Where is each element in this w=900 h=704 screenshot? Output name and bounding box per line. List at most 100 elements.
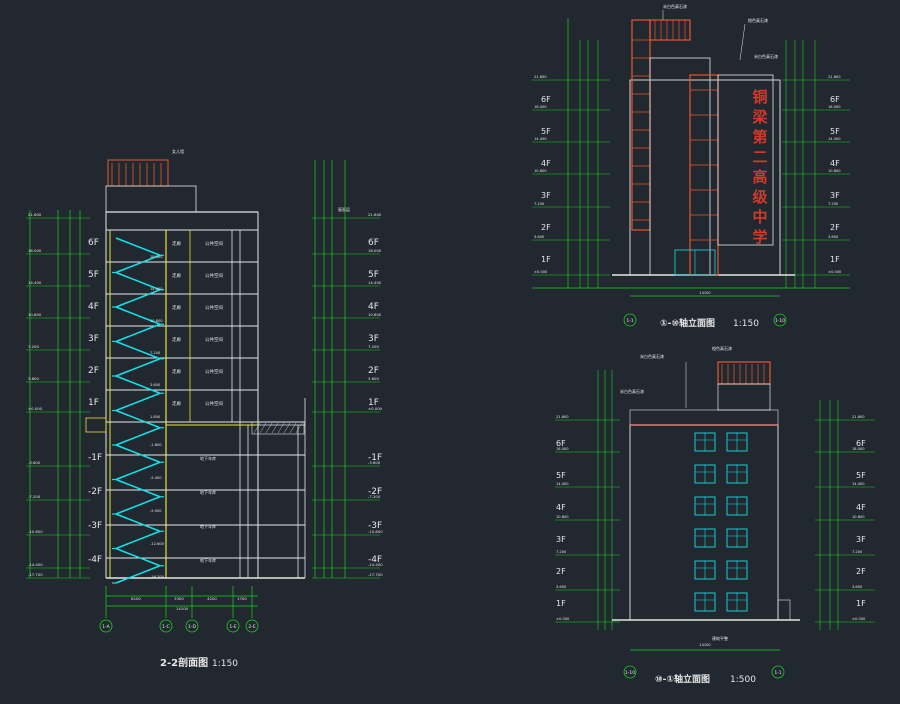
corridor-label: 走廊 [172, 304, 181, 311]
section-axis-circle [185, 619, 199, 633]
stair-elev-mark: 18.000 [150, 255, 163, 259]
floor-label-right: -2F [368, 487, 382, 497]
side-elev-right: 7.200 [852, 550, 863, 554]
section-axis-circle [99, 619, 113, 633]
front-sign-panel [717, 74, 774, 246]
top-right-note: 屋面层 [338, 206, 350, 212]
ramp-hatch-line [253, 422, 261, 434]
stair-flight [115, 375, 161, 394]
floor-label-left: -2F [88, 487, 102, 497]
section-axis-circle [245, 619, 259, 633]
room-label: 公共空间 [205, 240, 223, 247]
side-floor-left: 1F [556, 599, 566, 608]
stair-flight [115, 237, 161, 256]
stair-elev-mark: 1.800 [150, 415, 161, 419]
front-elevation-scale: 1:150 [733, 319, 759, 329]
floor-label-left: 3F [88, 334, 99, 344]
side-elev-right: 18.000 [852, 447, 865, 451]
corridor-label: 走廊 [172, 400, 181, 407]
stair-elev-mark: 10.800 [150, 319, 163, 323]
elev-left: ±0.000 [28, 406, 43, 411]
floor-label-left: -1F [88, 453, 102, 463]
front-vertical-char: 中 [752, 208, 767, 226]
dim-text: 3300 [174, 596, 184, 601]
front-elev-left: 7.200 [534, 202, 545, 206]
side-floor-right: 4F [856, 503, 866, 512]
ramp-hatch-line [265, 422, 273, 434]
elev-right: -10.800 [368, 529, 383, 534]
elev-left: 18.000 [28, 248, 42, 253]
floor-label-left: 1F [88, 398, 99, 408]
dim-total: 14100 [176, 606, 189, 611]
front-vertical-char: 第 [752, 128, 767, 146]
elev-right: 21.600 [368, 212, 382, 217]
front-note: 米白色真石漆 [754, 53, 778, 59]
stair-flight [115, 444, 161, 463]
floor-label-right: 5F [368, 270, 379, 280]
front-elev-left: ±0.000 [534, 270, 548, 274]
elev-left: 3.600 [28, 376, 39, 381]
corridor-label: 走廊 [172, 272, 181, 279]
floor-label-right: 2F [368, 366, 379, 376]
stair-elev-mark: 7.200 [150, 351, 161, 355]
side-parapet [629, 409, 779, 426]
side-elev-right: 10.800 [852, 515, 865, 519]
corridor-label: 走廊 [172, 336, 181, 343]
front-vertical-char: 学 [752, 228, 767, 246]
front-note: 米白色真石漆 [663, 3, 687, 9]
floor-label-right: 6F [368, 238, 379, 248]
side-elev-right: 14.400 [852, 482, 865, 486]
floor-label-left: 2F [88, 366, 99, 376]
side-axis-circle [771, 665, 785, 679]
room-label: 公共空间 [205, 400, 223, 407]
front-floor-right: 6F [830, 95, 840, 104]
elev-left: 21.600 [28, 212, 42, 217]
side-floor-right: 1F [856, 599, 866, 608]
side-elev-left: 18.000 [556, 447, 569, 451]
front-elev-right: 10.800 [828, 169, 841, 173]
ramp-hatch-line [277, 422, 285, 434]
corridor-label: 走廊 [172, 240, 181, 247]
front-elev-right: 18.000 [828, 105, 841, 109]
entrance-step [85, 417, 107, 433]
side-floor-right: 5F [856, 471, 866, 480]
elev-right: 7.200 [368, 344, 379, 349]
room-label: 公共空间 [205, 368, 223, 375]
roof-slab [105, 211, 259, 231]
elev-right: 14.400 [368, 280, 382, 285]
front-elev-left: 18.000 [534, 105, 547, 109]
stair-flight [115, 358, 161, 377]
floor-label-right: 3F [368, 334, 379, 344]
stair-flight [115, 254, 161, 274]
room-label: 公共空间 [205, 336, 223, 343]
stair-elev-mark: -16.200 [150, 575, 165, 579]
side-elevation-scale: 1:500 [730, 675, 756, 685]
side-elev-left: 10.800 [556, 515, 569, 519]
floor-label-left: 4F [88, 302, 99, 312]
side-elev-left: 7.200 [556, 550, 567, 554]
front-vertical-char: 梁 [751, 108, 768, 126]
elev-left: -10.800 [28, 529, 43, 534]
section-axis-circle [226, 619, 240, 633]
front-floor-right: 1F [830, 255, 840, 264]
stair-flight [115, 427, 161, 446]
stair-flight [115, 513, 161, 532]
elev-left: -14.400 [28, 562, 43, 567]
ramp-hatch-line [283, 422, 291, 434]
basement-label: 地下车库 [200, 557, 216, 563]
side-elev-left: 14.400 [556, 482, 569, 486]
front-orange-tower [631, 19, 651, 231]
side-note: 橙色真石漆 [712, 345, 732, 351]
dim-text: 8100 [131, 596, 141, 601]
side-axis-label: 1-10 [625, 670, 635, 676]
side-floor-right: 2F [856, 567, 866, 576]
front-vertical-char: 二 [752, 148, 767, 166]
floor-label-left: -3F [88, 521, 102, 531]
front-floor-right: 5F [830, 127, 840, 136]
stair-elev-mark: 3.600 [150, 383, 161, 387]
basement-label: 地下车库 [200, 455, 216, 461]
ramp-hatch-line [271, 422, 279, 434]
